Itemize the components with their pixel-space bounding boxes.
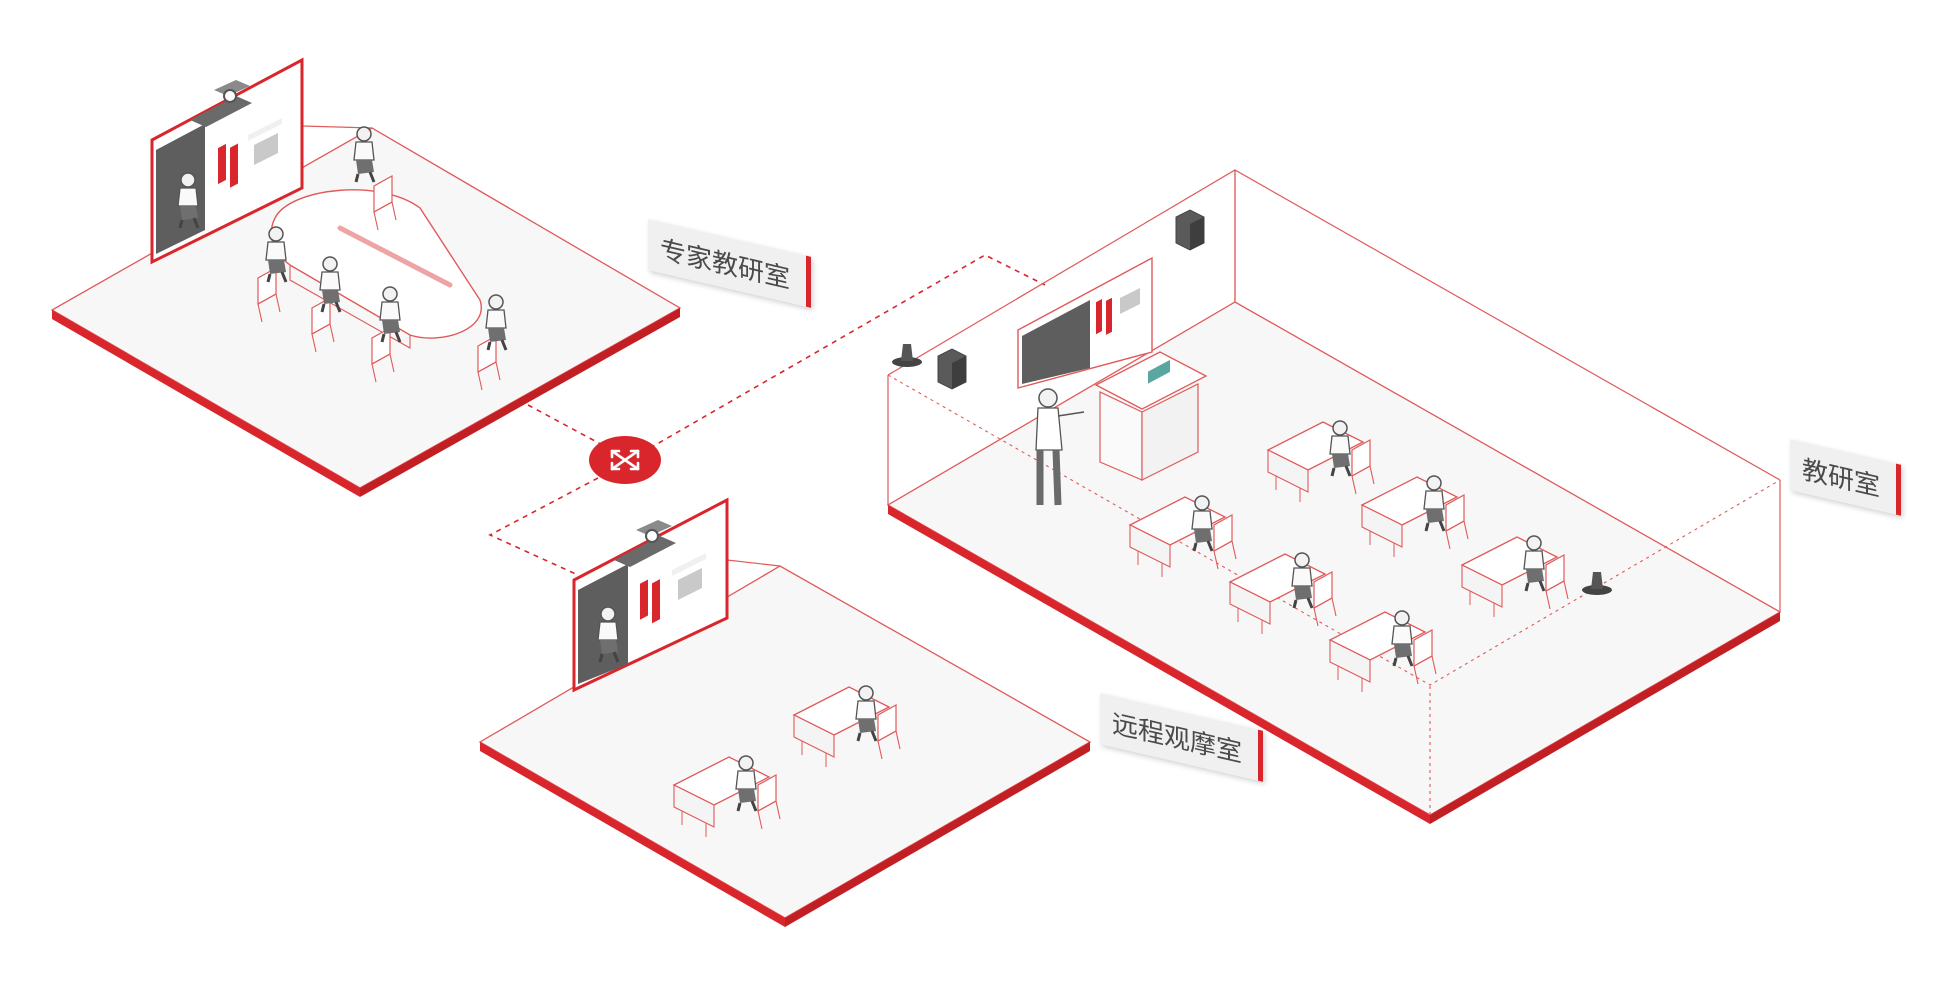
speaker-icon <box>1175 209 1205 251</box>
link-expert-to-hub <box>527 404 609 449</box>
video-wall-remote <box>572 497 729 693</box>
speaker-icon <box>937 348 967 390</box>
classroom-display <box>1017 256 1153 389</box>
conference-table <box>270 189 482 349</box>
network-links <box>488 254 1046 576</box>
microphone-icon <box>892 344 922 367</box>
room-remote <box>478 497 1092 927</box>
network-hub-icon <box>610 449 640 471</box>
link-hub-to-remote <box>488 477 599 576</box>
room-expert <box>50 57 682 497</box>
video-wall-expert <box>150 57 304 265</box>
network-hub <box>589 436 661 484</box>
room-label-research-text: 教研室 <box>1802 454 1881 503</box>
teacher <box>1035 388 1085 506</box>
camera-icon <box>614 520 676 567</box>
link-hub-to-research <box>649 254 1046 449</box>
podium <box>1094 351 1208 481</box>
room-research <box>886 169 1782 824</box>
camera-icon <box>190 80 252 127</box>
